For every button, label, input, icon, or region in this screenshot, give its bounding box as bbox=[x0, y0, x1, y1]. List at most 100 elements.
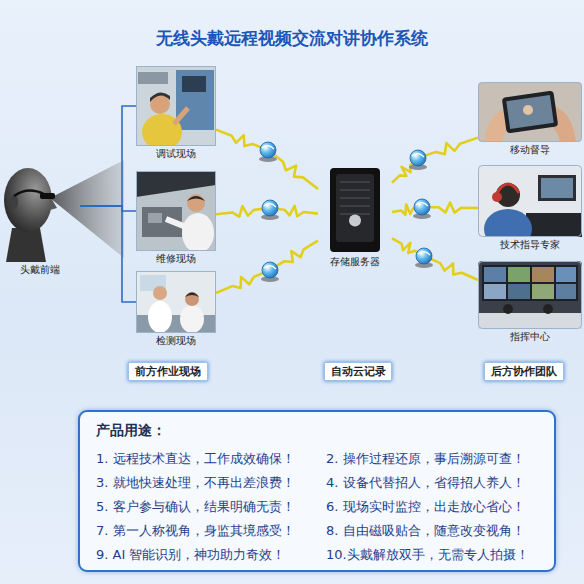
phone-screen bbox=[506, 95, 553, 129]
photo-frame bbox=[137, 67, 216, 146]
headset-front: 头戴前端 bbox=[0, 160, 80, 278]
scene-art bbox=[136, 66, 216, 146]
headset-camera bbox=[40, 193, 55, 199]
photo-bg bbox=[478, 82, 582, 142]
scene-photo: 移动督导 bbox=[478, 82, 582, 158]
car-hood bbox=[136, 171, 216, 197]
server-vent bbox=[340, 205, 370, 207]
photo-frame bbox=[479, 83, 582, 142]
desk bbox=[478, 313, 582, 329]
node-caption: 存储服务器 bbox=[298, 254, 412, 270]
illustration bbox=[478, 261, 582, 329]
scene-photo: 检测现场 bbox=[136, 271, 216, 349]
person-head bbox=[503, 304, 513, 314]
wireless-globe bbox=[259, 142, 277, 162]
section-band: 前方作业现场 bbox=[128, 362, 208, 381]
globe-base bbox=[415, 262, 433, 268]
head-shape bbox=[4, 168, 52, 232]
node-caption: 检测现场 bbox=[116, 333, 236, 349]
screen bbox=[508, 267, 530, 282]
headphone bbox=[492, 192, 502, 202]
usage-item: 10.头戴解放双手，无需专人拍摄！ bbox=[326, 546, 529, 564]
illustration bbox=[136, 66, 216, 146]
band-label: 后方协作团队 bbox=[475, 363, 573, 381]
screen bbox=[532, 284, 554, 299]
globe-swirl bbox=[264, 266, 276, 269]
wireless-link bbox=[216, 241, 318, 293]
globe-swirl bbox=[416, 203, 428, 206]
person-head bbox=[185, 292, 199, 306]
headset-band bbox=[14, 190, 44, 196]
globe-ball bbox=[416, 248, 432, 264]
scene-photo: 维修现场 bbox=[136, 171, 216, 267]
photo-frame bbox=[479, 262, 582, 329]
machine-panel bbox=[176, 70, 214, 130]
node-caption: 维修现场 bbox=[116, 251, 236, 267]
headphone-band bbox=[497, 184, 519, 193]
illustration bbox=[136, 271, 216, 333]
illustration bbox=[0, 160, 80, 262]
desk-equipment bbox=[526, 213, 582, 237]
bracket-connector bbox=[80, 206, 136, 211]
scene-photo: 技术指导专家 bbox=[478, 165, 582, 253]
server-vent bbox=[340, 189, 370, 191]
wireless-link bbox=[392, 238, 478, 280]
person-body bbox=[180, 305, 204, 333]
screen bbox=[556, 267, 576, 282]
person-head bbox=[153, 286, 167, 300]
illustration bbox=[136, 171, 216, 251]
person-head bbox=[187, 194, 205, 212]
wireless-link bbox=[392, 138, 478, 183]
server-front bbox=[336, 174, 374, 242]
server-logo bbox=[349, 215, 361, 227]
bracket-connector bbox=[80, 106, 136, 206]
engine-part bbox=[148, 213, 162, 223]
scene-art bbox=[478, 82, 582, 142]
globe-swirl bbox=[412, 154, 424, 157]
globe-base bbox=[261, 214, 279, 220]
globe-ball bbox=[262, 200, 278, 216]
node-caption: 头戴前端 bbox=[0, 262, 100, 278]
usage-item: 4. 设备代替招人，省得招人养人！ bbox=[326, 474, 525, 492]
person-hair bbox=[187, 196, 205, 201]
wireless-globe bbox=[261, 200, 279, 220]
usage-item: 1. 远程技术直达，工作成效确保！ bbox=[96, 450, 295, 468]
globe-ball bbox=[262, 262, 278, 278]
table bbox=[136, 315, 216, 333]
band-label: 自动云记录 bbox=[315, 363, 401, 381]
person-body bbox=[182, 213, 214, 251]
person-arm bbox=[174, 108, 188, 124]
node-caption: 调试现场 bbox=[116, 146, 236, 162]
photo-frame bbox=[479, 166, 582, 237]
wireless-globe bbox=[415, 248, 433, 268]
node-caption: 技术指导专家 bbox=[458, 237, 584, 253]
photo-frame bbox=[137, 272, 216, 333]
illustration bbox=[478, 82, 582, 142]
screen bbox=[484, 284, 506, 299]
usage-item: 5. 客户参与确认，结果明确无责！ bbox=[96, 498, 295, 516]
screen bbox=[484, 267, 506, 282]
node-caption: 指挥中心 bbox=[458, 329, 584, 345]
globe-ball bbox=[414, 199, 430, 215]
person-hair bbox=[150, 92, 170, 102]
band-label: 前方作业现场 bbox=[119, 363, 217, 381]
usage-item: 9. AI 智能识别，神功助力奇效！ bbox=[96, 546, 285, 564]
monitor-screen bbox=[541, 178, 573, 198]
globe-swirl bbox=[264, 204, 276, 207]
phone-body bbox=[502, 91, 559, 134]
globe-ball bbox=[260, 142, 276, 158]
wireless-link bbox=[216, 130, 318, 189]
section-band: 后方协作团队 bbox=[484, 362, 564, 381]
photo-frame bbox=[137, 172, 216, 251]
wireless-globe bbox=[409, 150, 427, 170]
usage-item: 3. 就地快速处理，不再出差浪费！ bbox=[96, 474, 295, 492]
illustration bbox=[318, 166, 392, 254]
view-cone bbox=[50, 160, 124, 258]
head-ear bbox=[10, 195, 18, 209]
screen bbox=[508, 284, 530, 299]
monitor bbox=[538, 175, 576, 201]
person-arm bbox=[166, 219, 186, 227]
person-body bbox=[484, 209, 532, 237]
scene-art bbox=[136, 271, 216, 333]
